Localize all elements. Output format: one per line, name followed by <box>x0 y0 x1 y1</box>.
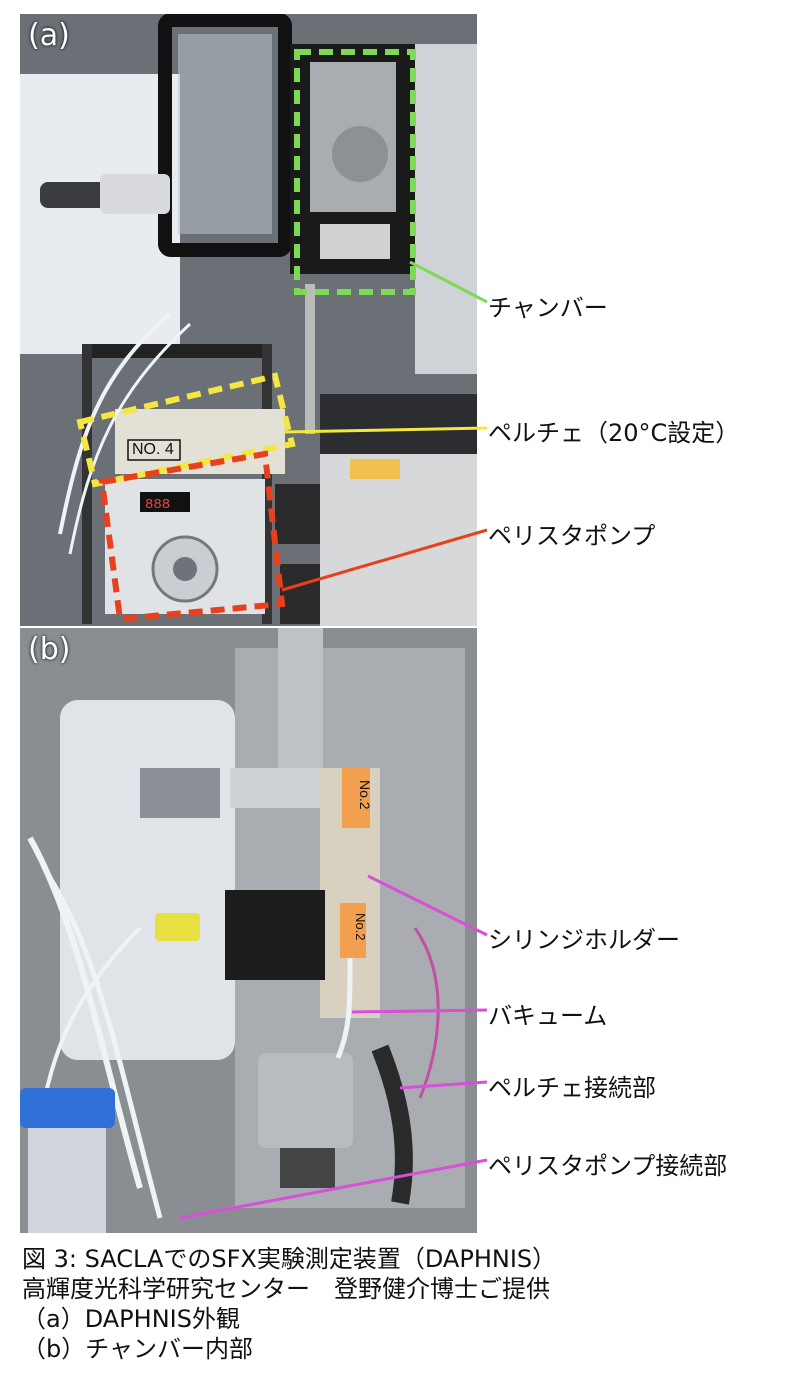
pump-highlight-box <box>98 450 286 623</box>
callout-vacuum: バキューム <box>488 1002 608 1030</box>
controller-label: NO. 4 <box>132 441 174 458</box>
callout-chamber: チャンバー <box>488 294 608 322</box>
holder-tag-2: No.2 <box>353 913 368 940</box>
panel-b-label: (b) <box>28 632 71 667</box>
photo-a-illustration: NO. 4 888 <box>20 14 477 626</box>
photo-panel-a: NO. 4 888 (a) <box>20 14 477 626</box>
photo-panel-b: No.2 No.2 (b) <box>20 628 477 1233</box>
callout-peristaltic-pump: ペリスタポンプ <box>488 522 656 550</box>
peltier-highlight-box <box>76 372 296 488</box>
caption-line-2: 高輝度光科学研究センター 登野健介博士ご提供 <box>22 1275 550 1303</box>
callout-peltier-connection: ペルチェ接続部 <box>488 1074 656 1102</box>
chamber-highlight-box <box>294 49 416 295</box>
photo-b-illustration: No.2 No.2 <box>20 628 477 1233</box>
callout-peltier: ペルチェ（20°C設定） <box>488 419 740 447</box>
pump-display: 888 <box>145 497 170 513</box>
holder-tag-1: No.2 <box>357 780 373 810</box>
caption-line-3: （a）DAPHNIS外観 <box>22 1305 240 1333</box>
panel-a-label: (a) <box>28 18 70 53</box>
caption-line-1: 図 3: SACLAでのSFX実験測定装置（DAPHNIS） <box>22 1245 557 1273</box>
caption-line-4: （b）チャンバー内部 <box>22 1335 253 1363</box>
callout-syringe-holder: シリンジホルダー <box>488 926 680 954</box>
callout-pump-connection: ペリスタポンプ接続部 <box>488 1152 728 1180</box>
